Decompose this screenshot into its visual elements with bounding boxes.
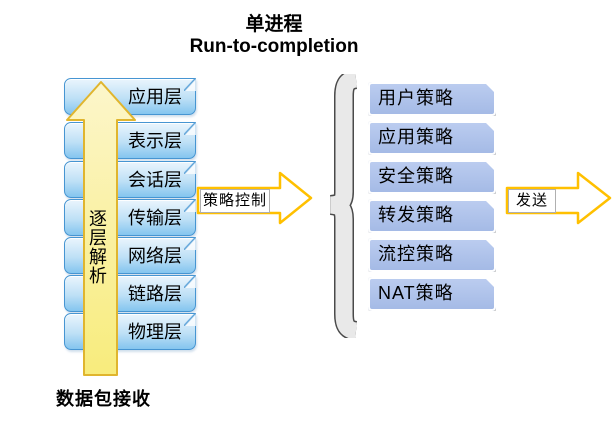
- send-label: 发送: [508, 189, 556, 213]
- osi-layer-label: 应用层: [128, 87, 182, 107]
- osi-layer-label: 网络层: [128, 246, 182, 266]
- policy-label: 流控策略: [378, 244, 454, 264]
- policy-label: 安全策略: [378, 166, 454, 186]
- up-arrow-label: 逐层解析: [87, 209, 107, 285]
- osi-layer-label: 物理层: [128, 322, 182, 342]
- packet-receive-label: 数据包接收: [56, 389, 151, 409]
- osi-layer-label: 链路层: [128, 284, 182, 304]
- brace-icon: [329, 74, 358, 338]
- diagram-title: 单进程 Run-to-completion: [144, 14, 404, 58]
- osi-layer-label: 传输层: [128, 208, 182, 228]
- policy-box-user: 用户策略: [368, 82, 496, 116]
- osi-layer-label: 表示层: [128, 131, 182, 151]
- policy-label: 转发策略: [378, 205, 454, 225]
- up-arrow-icon: [66, 81, 136, 376]
- osi-layer-label: 会话层: [128, 170, 182, 190]
- policy-box-app: 应用策略: [368, 121, 496, 155]
- policy-box-security: 安全策略: [368, 160, 496, 194]
- policy-box-forward: 转发策略: [368, 199, 496, 233]
- policy-label: 应用策略: [378, 127, 454, 147]
- title-line-1: 单进程: [245, 14, 303, 35]
- policy-control-label: 策略控制: [200, 189, 270, 213]
- policy-label: NAT策略: [378, 283, 454, 303]
- policy-label: 用户策略: [378, 88, 454, 108]
- title-line-2: Run-to-completion: [189, 36, 359, 57]
- policy-box-nat: NAT策略: [368, 277, 496, 311]
- policy-box-flowctrl: 流控策略: [368, 238, 496, 272]
